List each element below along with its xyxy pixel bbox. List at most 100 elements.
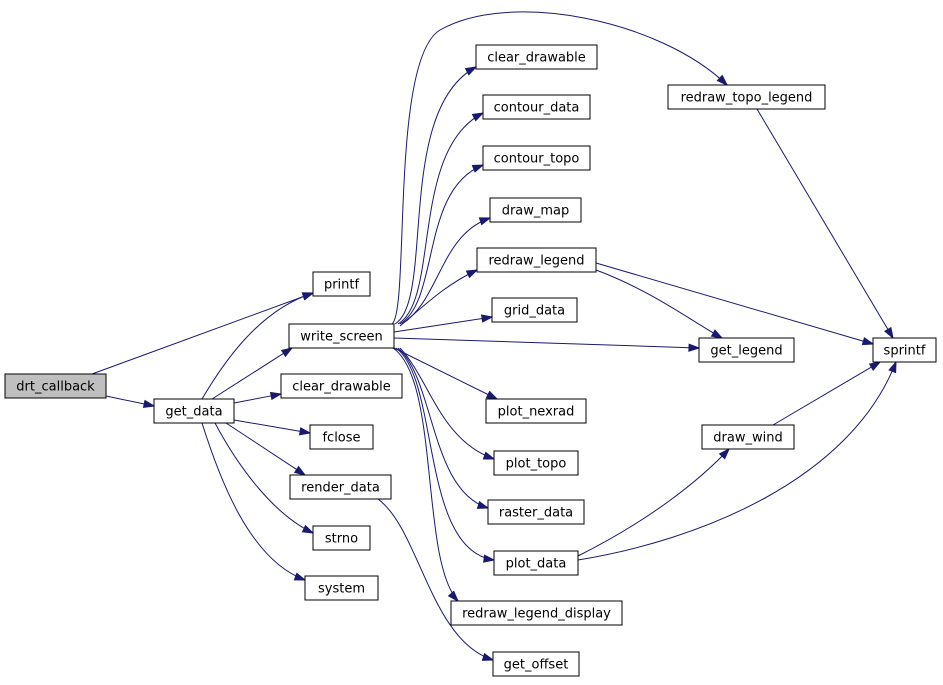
edge-arrowhead: [480, 314, 494, 323]
node-box: [493, 550, 579, 576]
node-clear-drawable-1[interactable]: clear_drawable: [280, 373, 403, 399]
edge-line: [377, 498, 494, 661]
edge-arrowhead: [298, 427, 312, 436]
node-printf[interactable]: printf: [312, 271, 371, 297]
node-system[interactable]: system: [304, 575, 379, 601]
node-sprintf[interactable]: sprintf: [872, 337, 937, 363]
edge-render_data-to-get_offset: [377, 498, 495, 661]
node-box: [487, 499, 585, 525]
node-label: clear_drawable: [487, 51, 586, 66]
node-contour-topo[interactable]: contour_topo: [482, 145, 591, 171]
node-get-data[interactable]: get_data: [153, 398, 235, 424]
edge-drt_callback-to-printf: [91, 292, 315, 375]
node-label: write_screen: [300, 330, 382, 345]
edge-plot_data-to-draw_wind: [577, 447, 731, 557]
node-draw-map[interactable]: draw_map: [489, 197, 582, 223]
node-box: [491, 297, 578, 323]
edge-arrowhead: [293, 465, 307, 476]
node-strno[interactable]: strno: [312, 525, 371, 551]
edge-line: [399, 164, 484, 325]
node-box: [476, 247, 597, 273]
node-box: [872, 337, 937, 363]
edge-arrowhead: [481, 652, 495, 661]
edge-arrowhead: [478, 217, 492, 226]
edge-arrowhead: [718, 447, 731, 460]
edge-redraw_legend-to-get_legend: [595, 269, 724, 339]
node-raster-data[interactable]: raster_data: [487, 499, 585, 525]
edge-line: [397, 112, 484, 325]
node-drt-callback[interactable]: drt_callback: [4, 373, 107, 399]
edge-plot_data-to-sprintf: [577, 360, 897, 561]
node-plot-topo[interactable]: plot_topo: [493, 450, 579, 476]
edge-line: [577, 448, 730, 557]
edge-line: [595, 269, 723, 339]
node-label: system: [318, 582, 365, 597]
edge-line: [214, 422, 314, 534]
edge-arrowhead: [688, 343, 701, 352]
edge-line: [105, 395, 146, 405]
edge-write_screen-to-redraw_topo_legend: [391, 11, 729, 325]
edge-line: [392, 347, 459, 602]
edge-line: [233, 395, 273, 404]
edge-arrowhead: [483, 554, 496, 563]
edge-line: [394, 66, 477, 325]
node-clear-drawable-2[interactable]: clear_drawable: [475, 44, 598, 70]
node-box: [667, 84, 826, 110]
node-label: printf: [324, 278, 360, 293]
edge-get_data-to-system: [201, 422, 307, 581]
node-box: [304, 575, 379, 601]
edge-drt_callback-to-get_data: [105, 395, 156, 408]
edge-get_data-to-fclose: [233, 419, 312, 436]
edges-layer: [91, 11, 897, 661]
node-redraw-legend-display[interactable]: redraw_legend_display: [450, 600, 623, 626]
edge-arrowhead: [471, 112, 485, 122]
node-box: [153, 398, 235, 424]
edge-line: [225, 422, 298, 471]
edge-write_screen-to-clear_drawable_2: [394, 66, 478, 325]
node-grid-data[interactable]: grid_data: [491, 297, 578, 323]
node-get-legend[interactable]: get_legend: [698, 337, 795, 363]
node-get-offset[interactable]: get_offset: [492, 651, 580, 677]
node-box: [492, 651, 580, 677]
edge-get_data-to-clear_drawable_1: [233, 391, 283, 404]
node-fclose[interactable]: fclose: [309, 424, 374, 450]
node-label: contour_data: [494, 101, 580, 116]
node-box: [701, 424, 795, 450]
edge-write_screen-to-redraw_legend_display: [392, 347, 460, 603]
edge-redraw_legend-to-sprintf: [595, 262, 875, 346]
node-write-screen[interactable]: write_screen: [288, 323, 395, 349]
node-box: [475, 44, 598, 70]
node-label: plot_topo: [506, 457, 567, 472]
node-render-data[interactable]: render_data: [289, 474, 392, 500]
node-contour-data[interactable]: contour_data: [482, 94, 591, 120]
node-box: [493, 450, 579, 476]
edge-line: [211, 352, 285, 400]
edge-arrowhead: [301, 292, 315, 301]
node-plot-data[interactable]: plot_data: [493, 550, 579, 576]
node-box: [450, 600, 623, 626]
node-label: get_legend: [710, 344, 782, 359]
edge-line: [393, 317, 484, 333]
edge-draw_wind-to-sprintf: [772, 361, 882, 426]
node-box: [289, 474, 392, 500]
edge-arrowhead: [142, 399, 156, 408]
node-box: [698, 337, 795, 363]
edge-arrowhead: [476, 500, 490, 509]
node-redraw-legend[interactable]: redraw_legend: [476, 247, 597, 273]
node-box: [4, 373, 107, 399]
edge-line: [201, 422, 306, 581]
edge-write_screen-to-contour_data: [397, 112, 485, 325]
node-label: strno: [325, 532, 358, 547]
edge-line: [397, 347, 489, 509]
edge-line: [233, 419, 302, 432]
node-label: raster_data: [499, 506, 573, 521]
node-box: [309, 424, 374, 450]
edge-write_screen-to-redraw_legend: [399, 269, 479, 327]
node-box: [482, 94, 591, 120]
node-label: fclose: [322, 431, 360, 446]
node-plot-nexrad[interactable]: plot_nexrad: [485, 398, 587, 424]
edge-arrowhead: [710, 329, 724, 339]
edge-get_data-to-printf: [201, 292, 315, 400]
node-draw-wind[interactable]: draw_wind: [701, 424, 795, 450]
node-redraw-topo-legend[interactable]: redraw_topo_legend: [667, 84, 826, 110]
